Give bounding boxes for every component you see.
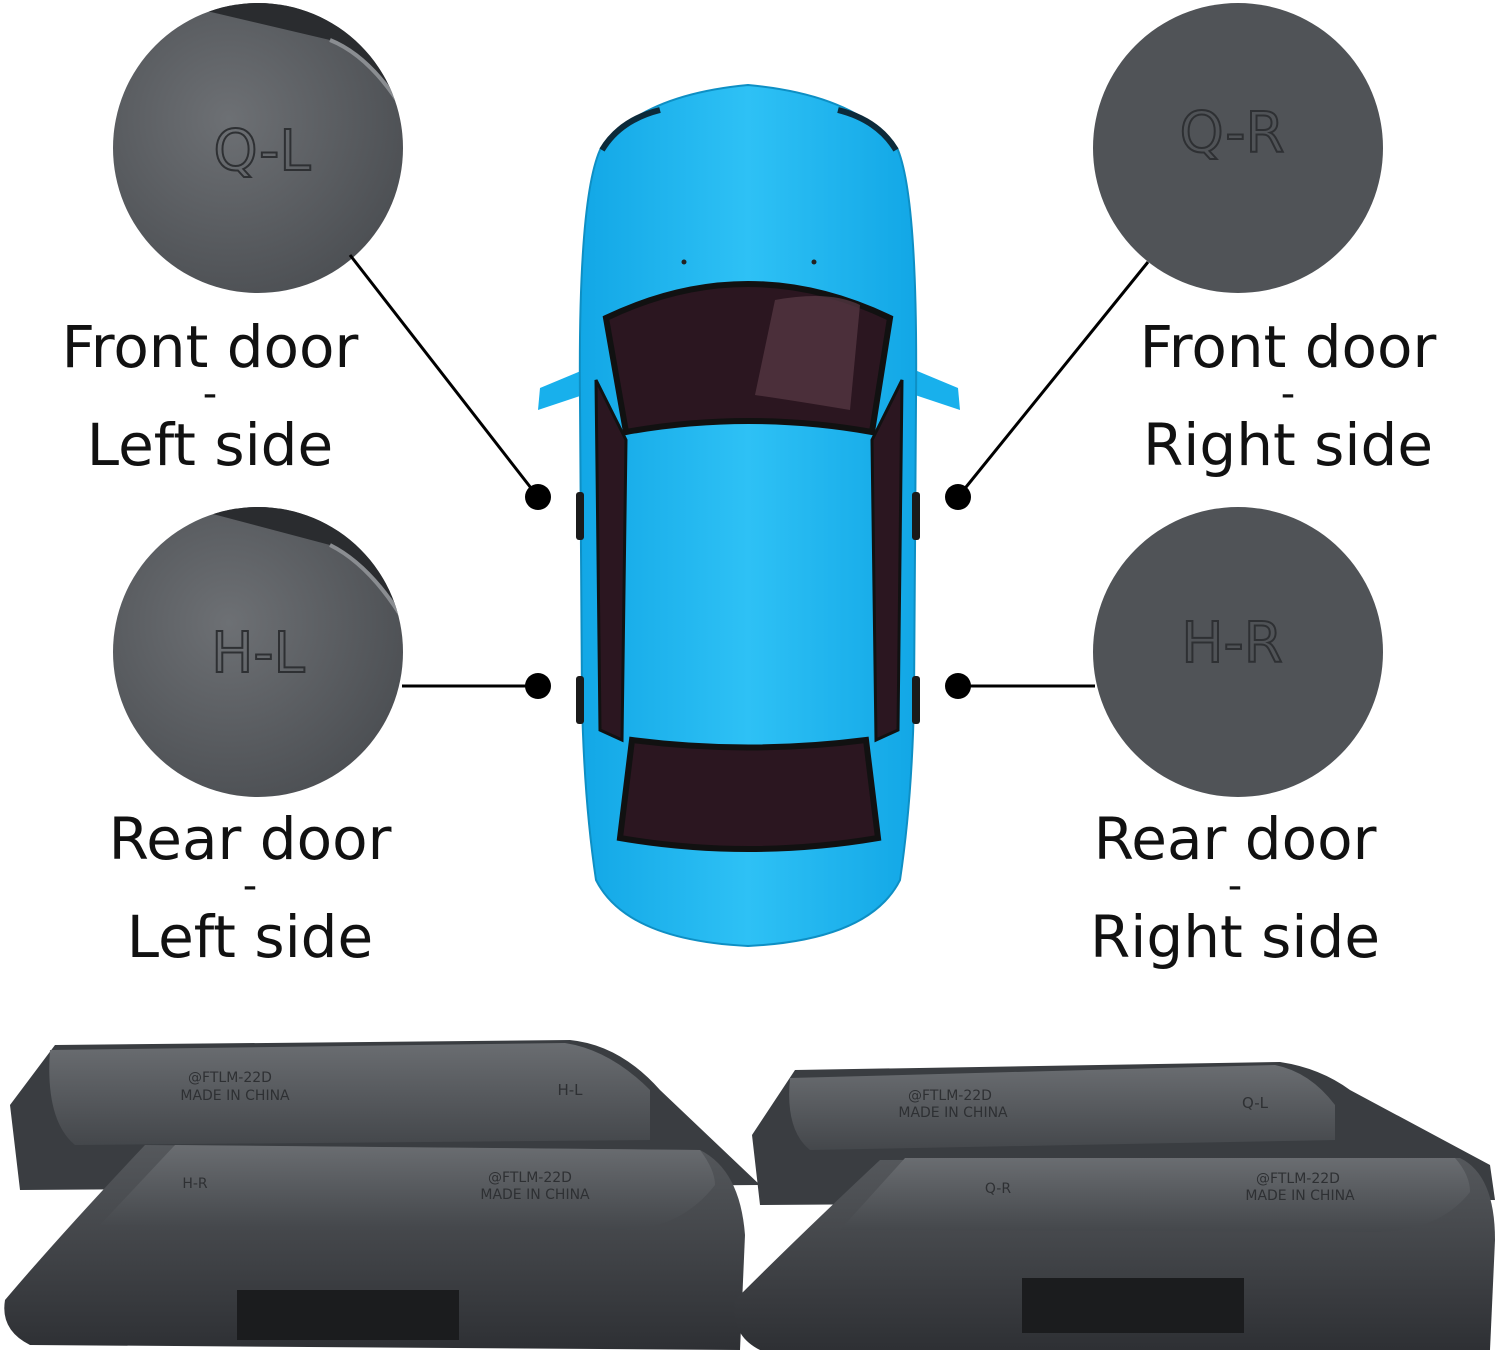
tray-right-back-code: Q-L [1242, 1094, 1269, 1112]
code-front-right: Q-R [1180, 101, 1285, 166]
tray-left-back-code: H-L [557, 1081, 583, 1099]
zoom-circle-rear-left: H-L [113, 507, 403, 797]
tray-right-front-code: Q-R [985, 1181, 1011, 1197]
label-front-left: Front door - Left side [60, 298, 360, 494]
label-rear-right-line1: Rear door [1093, 805, 1377, 873]
connector-lines [348, 254, 1150, 688]
code-rear-right: H-R [1181, 611, 1282, 676]
tray-right-front: Q-R @FTLM-22D MADE IN CHINA [734, 1158, 1495, 1350]
label-front-right: Front door - Right side [1138, 298, 1438, 494]
handle-rear-left [576, 676, 584, 724]
connector-front-right [956, 261, 1150, 498]
code-front-left: Q-L [213, 119, 310, 184]
zoom-circle-front-left: Q-L [113, 3, 403, 293]
tray-right-back-model: @FTLM-22D [908, 1088, 992, 1104]
tray-left-front-code: H-R [182, 1176, 208, 1192]
dot-rear-right [945, 673, 971, 699]
label-front-left-line2: Left side [86, 411, 334, 479]
right-mirror [906, 368, 960, 410]
right-side-windows [870, 379, 904, 743]
zoom-circle-rear-right: H-R [1093, 507, 1383, 797]
rear-window [616, 736, 882, 852]
tray-left-back-origin: MADE IN CHINA [180, 1088, 290, 1104]
tray-right-back-origin: MADE IN CHINA [898, 1105, 1008, 1121]
label-front-left-line1: Front door [61, 313, 359, 381]
tray-left-front: H-R @FTLM-22D MADE IN CHINA [4, 1145, 746, 1350]
handle-rear-right [912, 676, 920, 724]
dot-rear-left [525, 673, 551, 699]
code-rear-left: H-L [211, 621, 305, 686]
label-rear-right: Rear door - Right side [1085, 790, 1385, 986]
label-front-right-line1: Front door [1139, 313, 1437, 381]
tray-right-front-origin: MADE IN CHINA [1245, 1188, 1355, 1204]
label-rear-right-line2: Right side [1090, 903, 1380, 971]
door-dots [525, 484, 971, 699]
dot-front-left [525, 484, 551, 510]
label-front-right-line2: Right side [1143, 411, 1433, 479]
car-top-view [538, 83, 960, 948]
tray-pair-right: @FTLM-22D MADE IN CHINA Q-L Q-R @FTLM-22… [734, 1062, 1495, 1350]
label-rear-left: Rear door - Left side [100, 790, 400, 986]
tray-left-front-model: @FTLM-22D [488, 1170, 572, 1186]
tray-left-back-model: @FTLM-22D [188, 1070, 272, 1086]
tray-right-felt-pad [1022, 1278, 1244, 1333]
handle-front-left [576, 492, 584, 540]
tray-left-front-origin: MADE IN CHINA [480, 1187, 590, 1203]
label-rear-left-line1: Rear door [108, 805, 392, 873]
tray-pair-left: @FTLM-22D MADE IN CHINA H-L H-R @FTLM-22… [4, 1040, 760, 1350]
dot-front-right [945, 484, 971, 510]
left-mirror [538, 368, 592, 410]
zoom-circle-front-right: Q-R [1093, 3, 1383, 293]
tray-right-front-model: @FTLM-22D [1256, 1171, 1340, 1187]
handle-front-right [912, 492, 920, 540]
tray-left-felt-pad [237, 1290, 459, 1340]
connector-front-left [348, 254, 540, 498]
left-side-windows [594, 379, 628, 743]
label-rear-left-line2: Left side [126, 903, 374, 971]
